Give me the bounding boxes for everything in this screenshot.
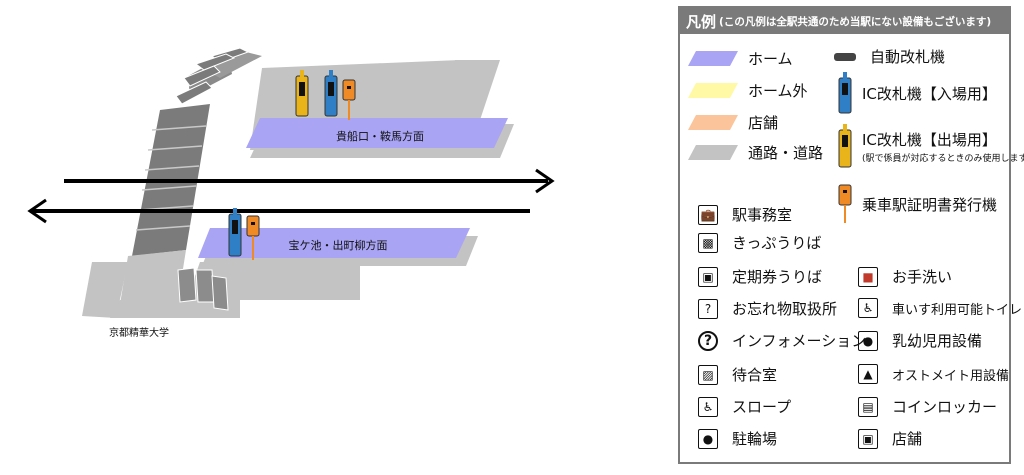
legend-label: ホーム外 — [748, 82, 808, 100]
ic-exit-gate-note: (駅で係員が対応するときのみ使用します) — [862, 153, 1024, 164]
legend-restroom: ■ お手洗い — [858, 266, 952, 287]
legend-label: IC改札機【入場用】 — [862, 84, 997, 103]
legend-label: 待合室 — [732, 366, 778, 384]
ic-exit-gate-icon — [838, 124, 852, 168]
staircase-lower-steps — [177, 267, 229, 311]
baby-facility-icon: ● — [858, 330, 878, 351]
exit-label: 京都精華大学 — [109, 326, 169, 339]
ostomate-icon: ▲ — [858, 364, 878, 384]
legend-label: 通路・道路 — [748, 144, 824, 162]
legend-label: 自動改札機 — [870, 48, 946, 66]
walkway-lower-left — [82, 262, 128, 318]
coin-locker-icon: ▤ — [858, 396, 878, 417]
legend-shop: ▣ 店舗 — [858, 428, 922, 449]
legend-ostomate: ▲ オストメイト用設備 — [858, 364, 1009, 384]
legend-panel: 凡例 (この凡例は全駅共通のため当駅にない設備もございます) ホーム ホーム外 … — [678, 6, 1024, 464]
legend-wheelchair-toilet: ♿ 車いす利用可能トイレ — [858, 298, 1022, 318]
legend-slope: ♿ スロープ — [698, 396, 791, 417]
legend-label: オストメイト用設備 — [892, 368, 1010, 384]
legend-label: スロープ — [732, 398, 792, 416]
legend-label: IC改札機【出場用】 (駅で係員が対応するときのみ使用します) — [862, 129, 1024, 164]
legend-baby-facility: ● 乳幼児用設備 — [858, 330, 982, 351]
legend-label: 駐輪場 — [732, 430, 778, 448]
staircase-lower-1 — [120, 250, 186, 304]
legend-label: 駅事務室 — [732, 206, 793, 224]
legend-label: 乳幼児用設備 — [892, 332, 983, 350]
lower-platform — [198, 228, 470, 258]
ticket-certificate-machine-lower — [246, 215, 260, 260]
legend-station-office: 💼 駅事務室 — [698, 204, 792, 225]
station-map: 貴船口・鞍馬方面 宝ケ池・出町柳方面 京都精華大学 — [27, 47, 555, 339]
station-office-icon: 💼 — [698, 204, 718, 225]
legend-auto-gate: 自動改札機 — [834, 46, 945, 67]
ic-entry-gate-icon — [838, 72, 852, 114]
upper-platform — [246, 118, 508, 148]
legend-walkway: 通路・道路 — [686, 142, 823, 163]
legend-coin-locker: ▤ コインロッカー — [858, 396, 997, 417]
legend-shop-area: 店舗 — [686, 112, 778, 133]
ic-entry-gate-lower — [228, 208, 242, 257]
legend-ic-entry-gate: IC改札機【入場用】 — [838, 72, 997, 114]
ticket-certificate-machine-icon — [838, 184, 852, 223]
walkway-swatch — [688, 145, 738, 160]
legend-waiting-room: ▨ 待合室 — [698, 364, 777, 385]
legend-label: 店舗 — [892, 430, 923, 448]
arrow-right-icon — [535, 168, 555, 194]
lost-and-found-icon: ? — [698, 298, 718, 319]
bicycle-parking-icon: ● — [698, 428, 718, 449]
legend-outside-platform: ホーム外 — [686, 80, 808, 101]
legend-lost-found: ? お忘れ物取扱所 — [698, 298, 837, 319]
legend-label: インフォメーション — [732, 332, 867, 350]
commuter-pass-office-icon: ▣ — [698, 266, 718, 287]
legend-label: 定期券うりば — [732, 268, 823, 286]
legend-label: 車いす利用可能トイレ — [892, 302, 1023, 318]
slope-icon: ♿ — [698, 396, 718, 417]
legend-commuter-pass-office: ▣ 定期券うりば — [698, 266, 822, 287]
legend-label: 店舗 — [748, 114, 779, 132]
ic-entry-gate-upper — [324, 70, 338, 117]
legend-label: 乗車駅証明書発行機 — [862, 195, 998, 214]
staircase-upper-steps — [175, 47, 250, 105]
outside-platform-swatch — [688, 83, 738, 98]
arrow-left-icon — [27, 198, 47, 224]
restroom-icon: ■ — [858, 266, 878, 287]
legend-label: お手洗い — [892, 268, 953, 286]
legend-information: ? インフォメーション — [698, 330, 866, 351]
ic-exit-gate-upper — [295, 70, 309, 117]
legend-note: (この凡例は全駅共通のため当駅にない設備もございます) — [719, 15, 992, 28]
ic-exit-gate-label: IC改札機【出場用】 — [862, 130, 997, 149]
shop-area-swatch — [688, 115, 738, 130]
legend-label: コインロッカー — [892, 398, 998, 416]
shop-icon: ▣ — [858, 428, 878, 449]
walkway-upper-right — [440, 60, 500, 120]
legend-certificate-machine: 乗車駅証明書発行機 — [838, 184, 997, 224]
legend-ic-exit-gate: IC改札機【出場用】 (駅で係員が対応するときのみ使用します) — [838, 124, 1024, 168]
legend-header: 凡例 (この凡例は全駅共通のため当駅にない設備もございます) — [680, 8, 1009, 34]
auto-gate-icon — [834, 52, 856, 61]
ticket-office-icon: ▩ — [698, 232, 718, 253]
legend-label: お忘れ物取扱所 — [732, 300, 838, 318]
lower-platform-label: 宝ケ池・出町柳方面 — [289, 238, 388, 252]
walkway-lower — [110, 262, 360, 318]
information-icon: ? — [698, 330, 718, 351]
wheelchair-toilet-icon: ♿ — [858, 298, 878, 318]
legend-label: ホーム — [748, 50, 793, 68]
platform-swatch — [688, 51, 738, 66]
legend-ticket-office: ▩ きっぷうりば — [698, 232, 821, 253]
waiting-room-icon: ▨ — [698, 364, 718, 385]
legend-title: 凡例 — [686, 12, 717, 31]
legend-platform: ホーム — [686, 48, 793, 69]
legend-bicycle-parking: ● 駐輪場 — [698, 428, 777, 449]
upper-platform-label: 貴船口・鞍馬方面 — [336, 129, 424, 143]
ticket-certificate-machine-upper — [342, 79, 356, 120]
legend-label: きっぷうりば — [732, 234, 822, 252]
